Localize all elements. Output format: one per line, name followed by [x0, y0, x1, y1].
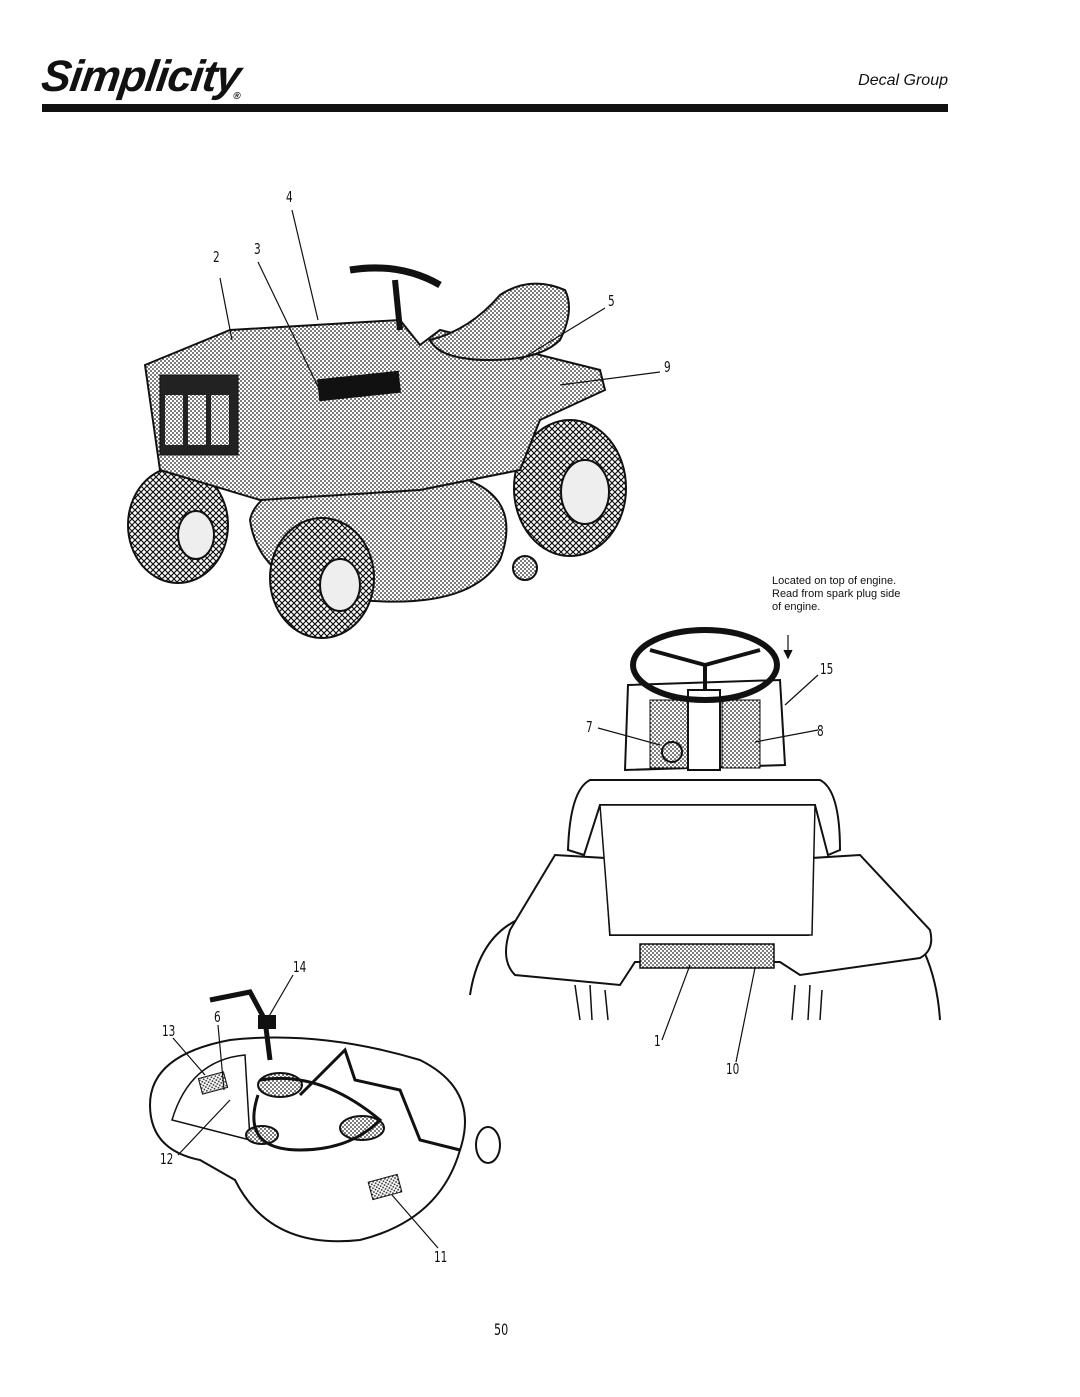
callout-9: 9: [664, 358, 671, 376]
section-title: Decal Group: [858, 72, 948, 89]
callout-6: 6: [214, 1008, 221, 1026]
header-rule: [42, 104, 948, 112]
page-number: 50: [494, 1320, 509, 1339]
callout-4: 4: [286, 188, 293, 206]
deck-leader-lines: [172, 974, 439, 1249]
callout-13: 13: [162, 1022, 176, 1040]
callout-11: 11: [434, 1248, 448, 1266]
mower-deck-illustration: [148, 989, 501, 1243]
callout-8: 8: [817, 722, 824, 740]
callout-2: 2: [213, 248, 220, 266]
tractor-leader-lines: [219, 209, 661, 396]
callout-1: 1: [654, 1032, 661, 1050]
callout-10: 10: [726, 1060, 740, 1078]
engine-decal-note: Located on top of engine. Read from spar…: [772, 575, 901, 613]
callout-14: 14: [293, 958, 307, 976]
rear-leader-lines: [597, 635, 819, 1063]
callout-3: 3: [254, 240, 261, 258]
callout-15: 15: [820, 660, 834, 678]
callout-7: 7: [586, 718, 593, 736]
callout-5: 5: [608, 292, 615, 310]
rear-view-illustration: [469, 627, 941, 1021]
tractor-illustration: [127, 264, 627, 639]
callout-12: 12: [160, 1150, 174, 1168]
